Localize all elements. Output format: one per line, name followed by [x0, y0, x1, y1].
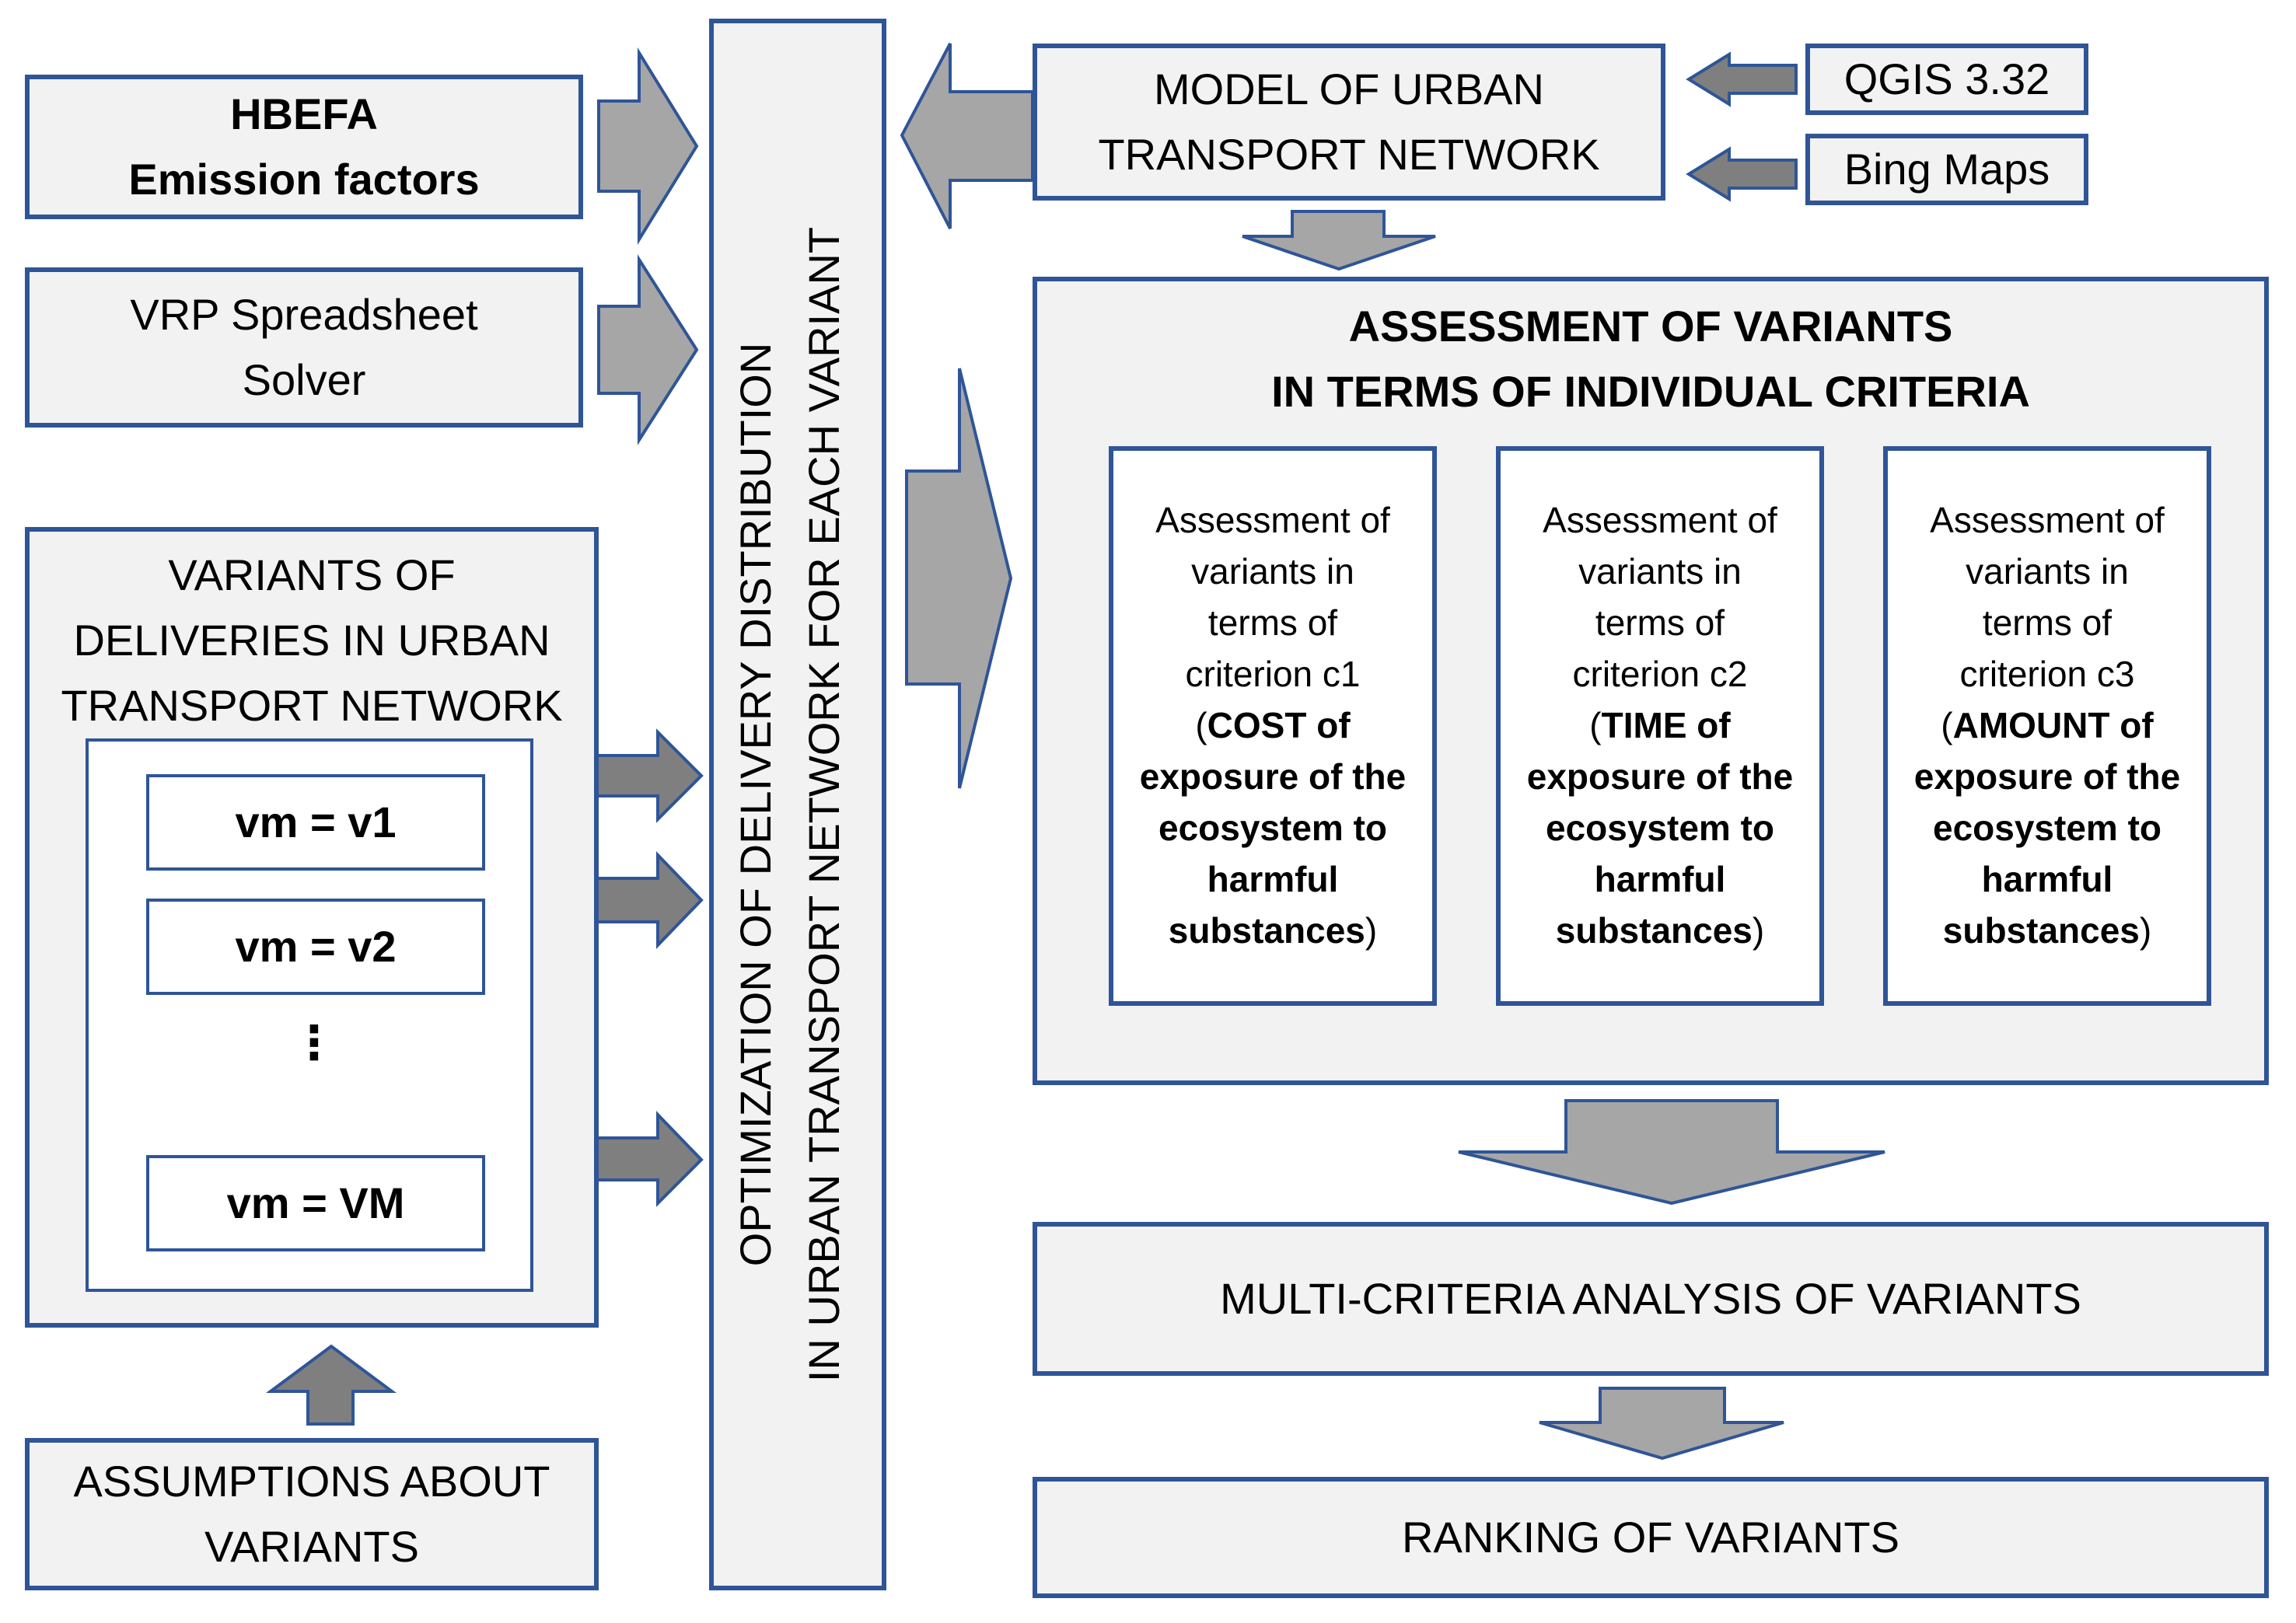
arrow-assessment-to-mca — [1458, 1099, 1885, 1206]
criterion-text: Assessment of — [1930, 500, 2165, 540]
qgis-label: QGIS 3.32 — [1843, 54, 2050, 103]
criterion-end-line: substances) — [1943, 905, 2151, 956]
model-box: MODEL OF URBAN TRANSPORT NETWORK — [1033, 44, 1665, 201]
variants-box: VARIANTS OF DELIVERIES IN URBAN TRANSPOR… — [25, 527, 599, 1328]
optimization-line-1: OPTIMIZATION OF DELIVERY DISTRIBUTION — [731, 342, 780, 1267]
criterion-c3-box: Assessment of variants in terms of crite… — [1883, 446, 2211, 1006]
arrow-vrp-to-optimization — [597, 254, 699, 445]
criterion-key: COST of — [1207, 705, 1351, 745]
multi-criteria-analysis-box: MULTI-CRITERIA ANALYSIS OF VARIANTS — [1033, 1222, 2269, 1376]
criterion-end-line: substances) — [1556, 905, 1764, 956]
variant-label: vm = VM — [226, 1178, 405, 1227]
criterion-end-line: substances) — [1169, 905, 1377, 956]
optimization-bar: OPTIMIZATION OF DELIVERY DISTRIBUTION IN… — [709, 19, 886, 1590]
assessment-title-line-1: ASSESSMENT OF VARIANTS — [1348, 302, 1953, 351]
model-line-2: TRANSPORT NETWORK — [1098, 130, 1600, 179]
criterion-text: exposure of the — [1913, 756, 2181, 797]
criterion-text: criterion c1 — [1185, 654, 1361, 694]
criterion-text: terms of — [1982, 602, 2113, 643]
vrp-line-1: VRP Spreadsheet — [130, 290, 478, 339]
criterion-text: variants in — [1191, 551, 1354, 592]
arrow-model-to-optimization — [900, 43, 1034, 229]
variant-label: vm = v1 — [235, 798, 397, 846]
criterion-text: exposure of the — [1526, 756, 1794, 797]
variants-list: vm = v1 vm = v2 ⋮ vm = VM — [86, 738, 533, 1292]
optimization-line-2: IN URBAN TRANSPORT NETWORK FOR EACH VARI… — [799, 226, 848, 1383]
variant-ellipsis: ⋮ — [291, 1017, 337, 1069]
arrow-qgis-to-model — [1686, 51, 1798, 107]
variants-title-line-2: DELIVERIES IN URBAN — [73, 616, 550, 665]
criterion-text: ecosystem to — [1158, 808, 1387, 848]
criterion-c1-box: Assessment of variants in terms of crite… — [1109, 446, 1437, 1006]
vrp-solver-box: VRP Spreadsheet Solver — [25, 267, 583, 428]
bing-maps-label: Bing Maps — [1843, 145, 2050, 194]
bing-maps-box: Bing Maps — [1805, 134, 2088, 205]
hbefa-box: HBEFA Emission factors — [25, 75, 583, 219]
criterion-text: substances — [1168, 910, 1365, 951]
criterion-text: criterion c3 — [1959, 654, 2135, 694]
criterion-text: variants in — [1578, 551, 1742, 592]
criterion-text: substances — [1942, 910, 2140, 951]
criterion-key-line: (TIME of — [1589, 700, 1730, 751]
variant-item-vm: vm = VM — [146, 1155, 485, 1251]
assessment-title-line-2: IN TERMS OF INDIVIDUAL CRITERIA — [1271, 367, 2030, 416]
close-paren: ) — [2139, 910, 2152, 951]
criterion-text: Assessment of — [1543, 500, 1777, 540]
criterion-text: ecosystem to — [1932, 808, 2161, 848]
ranking-box: RANKING OF VARIANTS — [1033, 1477, 2269, 1598]
criterion-text: harmful — [1594, 859, 1726, 899]
variants-title-line-1: VARIANTS OF — [168, 550, 456, 599]
assumptions-box: ASSUMPTIONS ABOUT VARIANTS — [25, 1438, 599, 1590]
criterion-text: terms of — [1595, 602, 1725, 643]
assessment-title: ASSESSMENT OF VARIANTS IN TERMS OF INDIV… — [1037, 294, 2264, 424]
close-paren: ) — [1752, 910, 1765, 951]
criterion-key-line: (AMOUNT of — [1941, 700, 2153, 751]
variant-item-v2: vm = v2 — [146, 899, 485, 995]
assumptions-line-1: ASSUMPTIONS ABOUT — [73, 1457, 550, 1506]
variant-label: vm = v2 — [235, 922, 397, 971]
arrow-optimization-to-assessment — [905, 368, 1013, 789]
hbefa-title: HBEFA — [230, 89, 378, 138]
arrow-mca-to-ranking — [1539, 1387, 1784, 1461]
criterion-key-line: (COST of — [1195, 700, 1350, 751]
criterion-text: terms of — [1207, 602, 1338, 643]
vrp-line-2: Solver — [242, 355, 366, 404]
open-paren: ( — [1941, 705, 1953, 745]
criterion-text: substances — [1555, 910, 1753, 951]
criterion-key: TIME of — [1601, 705, 1731, 745]
ranking-label: RANKING OF VARIANTS — [1402, 1513, 1899, 1562]
criterion-key: AMOUNT of — [1952, 705, 2154, 745]
criterion-text: variants in — [1966, 551, 2129, 592]
assessment-box: ASSESSMENT OF VARIANTS IN TERMS OF INDIV… — [1033, 277, 2269, 1085]
criterion-text: ecosystem to — [1545, 808, 1774, 848]
assumptions-line-2: VARIANTS — [204, 1522, 419, 1571]
hbefa-subtitle: Emission factors — [128, 155, 480, 204]
close-paren: ) — [1365, 910, 1378, 951]
variants-title: VARIANTS OF DELIVERIES IN URBAN TRANSPOR… — [30, 543, 594, 738]
qgis-box: QGIS 3.32 — [1805, 44, 2088, 115]
mca-label: MULTI-CRITERIA ANALYSIS OF VARIANTS — [1220, 1274, 2081, 1323]
arrow-bing-to-model — [1686, 146, 1798, 202]
open-paren: ( — [1195, 705, 1207, 745]
criterion-text: exposure of the — [1139, 756, 1407, 797]
open-paren: ( — [1589, 705, 1602, 745]
criterion-c2-box: Assessment of variants in terms of crite… — [1496, 446, 1824, 1006]
criterion-text: criterion c2 — [1572, 654, 1748, 694]
model-line-1: MODEL OF URBAN — [1154, 65, 1544, 113]
variant-item-v1: vm = v1 — [146, 774, 485, 871]
criterion-text: harmful — [1207, 859, 1339, 899]
criterion-text: Assessment of — [1155, 500, 1390, 540]
arrow-model-to-assessment — [1242, 210, 1436, 271]
variants-title-line-3: TRANSPORT NETWORK — [61, 681, 563, 730]
optimization-label: OPTIMIZATION OF DELIVERY DISTRIBUTION IN… — [722, 27, 874, 1582]
criterion-text: harmful — [1981, 859, 2113, 899]
arrow-hbefa-to-optimization — [597, 47, 699, 246]
arrow-assumptions-to-variants — [265, 1344, 397, 1426]
